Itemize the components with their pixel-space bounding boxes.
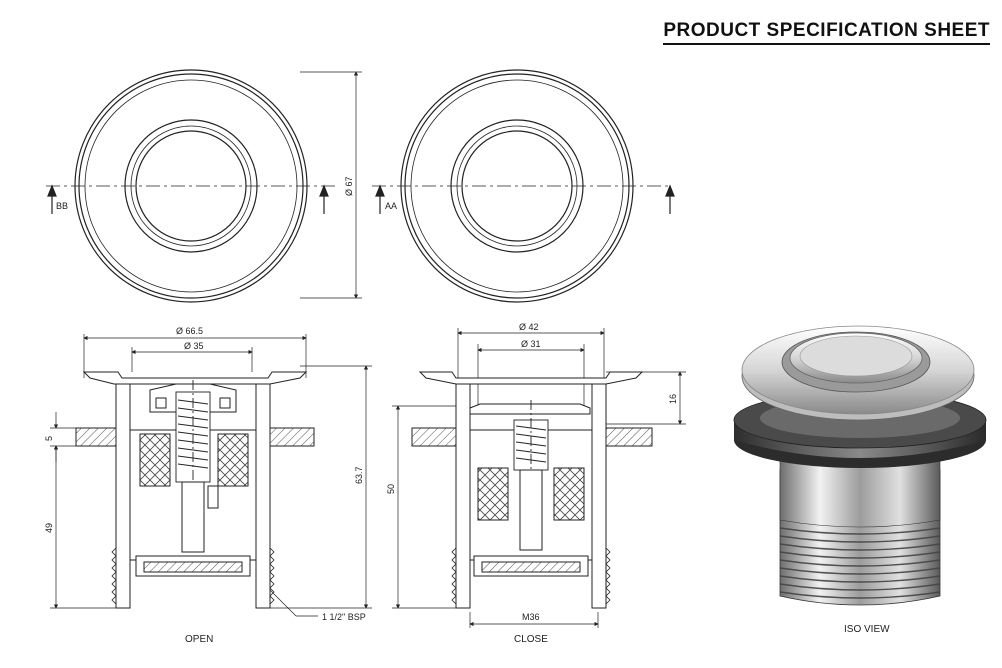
caption-close: CLOSE <box>514 634 548 645</box>
dim-open-total: 63.7 <box>354 466 364 484</box>
section-close <box>392 328 686 628</box>
section-marker-aa: AA <box>385 201 397 211</box>
caption-open: OPEN <box>185 634 214 645</box>
dim-close-body-height: 50 <box>386 484 396 494</box>
caption-iso-view: ISO VIEW <box>844 624 890 635</box>
section-open <box>50 334 372 617</box>
dim-diameter-67: Ø 67 <box>344 176 354 196</box>
dim-close-cap-height: 16 <box>668 394 678 404</box>
dim-open-outer: Ø 66.5 <box>176 326 203 336</box>
dim-open-flange: 5 <box>44 436 54 441</box>
section-marker-bb: BB <box>56 201 68 211</box>
top-view-left <box>46 69 362 303</box>
top-view-right <box>372 69 675 303</box>
dim-open-lower: 49 <box>44 523 54 533</box>
dim-open-inner: Ø 35 <box>184 341 204 351</box>
dim-close-inner: Ø 31 <box>521 339 541 349</box>
dim-close-thread: M36 <box>522 612 540 622</box>
dim-close-outer: Ø 42 <box>519 322 539 332</box>
iso-view <box>733 325 987 606</box>
thread-callout: 1 1/2" BSP <box>322 612 366 622</box>
sheet-title: PRODUCT SPECIFICATION SHEET <box>663 20 990 45</box>
